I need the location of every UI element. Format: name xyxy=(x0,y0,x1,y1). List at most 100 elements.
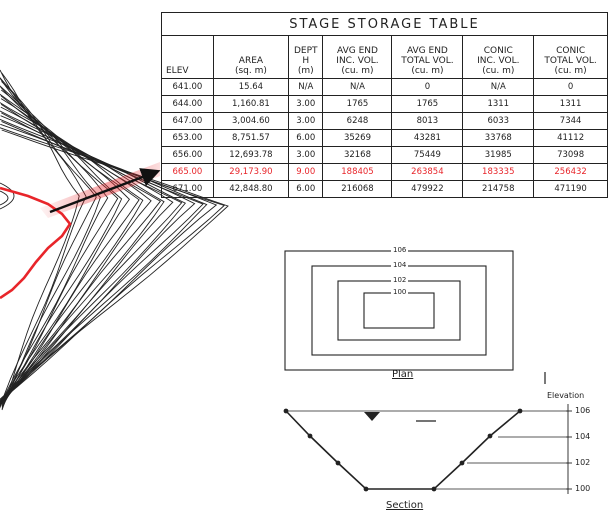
table-cell: 8,751.57 xyxy=(212,129,290,147)
elevation-ticks xyxy=(566,410,572,490)
table-cell: 12,693.78 xyxy=(212,146,290,164)
elevation-106: 106 xyxy=(575,406,591,415)
table-cell: 0 xyxy=(533,78,608,96)
contour-line xyxy=(0,123,218,400)
header-text: CONIC xyxy=(483,46,513,56)
header-cell: ELEV xyxy=(161,35,214,79)
table-cell: 15.64 xyxy=(212,78,290,96)
header-text: AVG END xyxy=(406,46,448,56)
header-text: (sq. m) xyxy=(234,66,267,76)
elevation-104: 104 xyxy=(575,432,591,441)
table-cell: 9.00 xyxy=(288,163,324,181)
contour-line xyxy=(0,85,119,408)
header-text: (m) xyxy=(297,66,314,76)
table-cell: 214758 xyxy=(462,180,535,198)
contour-map xyxy=(0,69,229,411)
table-cell: 35269 xyxy=(322,129,393,147)
header-text: DEPT xyxy=(293,46,318,56)
table-cell: 6.00 xyxy=(288,129,324,147)
table-cell: 42,848.80 xyxy=(212,180,290,198)
contour-line xyxy=(0,78,101,409)
table-cell: 1311 xyxy=(533,95,608,113)
table-cell: 1765 xyxy=(322,95,393,113)
table-title: STAGE STORAGE TABLE xyxy=(161,12,608,36)
plan-contour-label-100: 100 xyxy=(391,288,409,296)
plan-contour-label-104: 104 xyxy=(391,261,409,269)
table-cell: 647.00 xyxy=(161,112,214,130)
highlighted-contour xyxy=(0,186,72,300)
table-cell: 73098 xyxy=(533,146,608,164)
contour-line xyxy=(0,95,144,406)
table-cell: 641.00 xyxy=(161,78,214,96)
elevation-102: 102 xyxy=(575,458,591,467)
table-cell: 665.00 xyxy=(161,163,214,181)
contour-line xyxy=(0,106,174,403)
table-cell: 653.00 xyxy=(161,129,214,147)
elevation-100: 100 xyxy=(575,484,591,493)
pointer-arrow xyxy=(49,168,161,214)
header-text: (cu. m) xyxy=(341,66,374,76)
elevation-label: Elevation xyxy=(547,391,585,400)
table-cell: 1,160.81 xyxy=(212,95,290,113)
table-cell: 3,004.60 xyxy=(212,112,290,130)
table-cell: 471190 xyxy=(533,180,608,198)
table-cell: 33768 xyxy=(462,129,535,147)
table-cell: 3.00 xyxy=(288,112,324,130)
table-cell: 43281 xyxy=(391,129,464,147)
header-text: INC. VOL. xyxy=(336,56,379,66)
table-cell: 188405 xyxy=(322,163,393,181)
table-cell: 29,173.90 xyxy=(212,163,290,181)
header-text: CONIC xyxy=(556,46,586,56)
table-cell: N/A xyxy=(462,78,535,96)
contour-line xyxy=(0,81,109,407)
table-cell: 3.00 xyxy=(288,95,324,113)
plan-contour-label-102: 102 xyxy=(391,276,409,284)
contour-line xyxy=(0,182,15,210)
contour-line xyxy=(1,120,208,402)
table-cell: 32168 xyxy=(322,146,393,164)
header-text: ELEV xyxy=(166,66,189,76)
contour-line xyxy=(0,110,183,404)
table-cell: 263854 xyxy=(391,163,464,181)
table-cell: 216068 xyxy=(322,180,393,198)
table-cell: N/A xyxy=(288,78,324,96)
header-cell: AREA(sq. m) xyxy=(212,35,290,79)
header-text: TOTAL VOL. xyxy=(544,56,597,66)
table-cell: 3.00 xyxy=(288,146,324,164)
contour-line xyxy=(0,103,165,405)
table-cell: 75449 xyxy=(391,146,464,164)
table-cell: 31985 xyxy=(462,146,535,164)
header-text: TOTAL VOL. xyxy=(401,56,454,66)
plan-contour-label-106: 106 xyxy=(391,246,409,254)
table-cell: 0 xyxy=(391,78,464,96)
header-text: AREA xyxy=(238,56,264,66)
table-cell: 7344 xyxy=(533,112,608,130)
table-cell: 1311 xyxy=(462,95,535,113)
table-cell: 183335 xyxy=(462,163,535,181)
header-text: H xyxy=(302,56,310,66)
water-level-marker xyxy=(364,412,380,421)
header-text: (cu. m) xyxy=(554,66,587,76)
plan-ticks xyxy=(459,304,514,312)
table-cell: N/A xyxy=(322,78,393,96)
table-cell: 656.00 xyxy=(161,146,214,164)
contour-line xyxy=(0,93,140,407)
table-cell: 8013 xyxy=(391,112,464,130)
header-text: AVG END xyxy=(337,46,378,56)
table-cell: 256432 xyxy=(533,163,608,181)
section-vertices xyxy=(283,408,523,492)
